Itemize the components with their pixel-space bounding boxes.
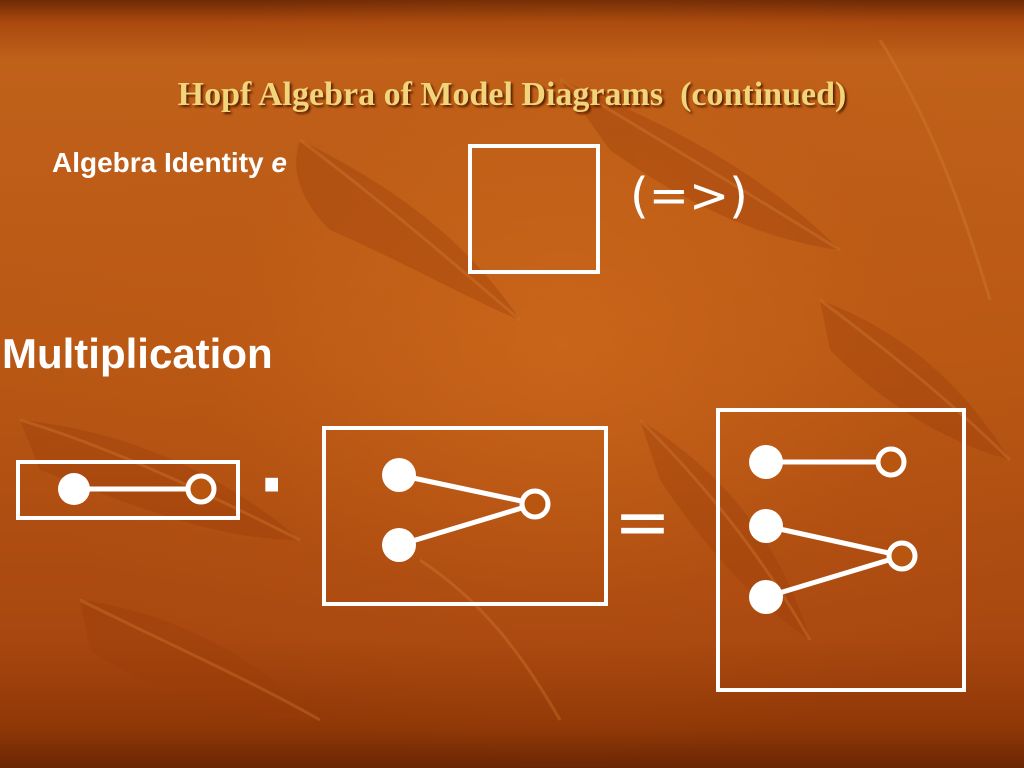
factor-a-box xyxy=(16,460,240,520)
solid-node xyxy=(749,509,783,543)
factor-b-diagram xyxy=(382,458,551,562)
diagram-edge xyxy=(398,501,536,548)
diagram-edge xyxy=(765,553,903,600)
equals-operator: = xyxy=(614,483,671,562)
leaf-vein xyxy=(638,418,812,641)
solid-node xyxy=(382,528,416,562)
hollow-node xyxy=(875,446,907,478)
product-box xyxy=(716,408,966,692)
identity-label-text: Algebra Identity xyxy=(52,147,272,178)
leaf-vein xyxy=(299,138,521,322)
diagram-edge xyxy=(398,472,536,507)
leaf-vein xyxy=(19,418,301,542)
diagram-edge xyxy=(765,523,903,559)
leaf-shape xyxy=(20,420,300,540)
identity-label: Algebra Identity e xyxy=(52,147,287,179)
leaf-vein xyxy=(79,598,321,722)
factor-b-box xyxy=(322,426,608,606)
factor-a-diagram xyxy=(58,473,217,505)
slide-title: Hopf Algebra of Model Diagrams (continue… xyxy=(177,76,847,113)
hollow-node xyxy=(185,473,217,505)
leaf-vein xyxy=(419,558,562,721)
leaf-vein xyxy=(878,39,992,301)
leaf-shape xyxy=(80,600,320,720)
solid-node xyxy=(749,445,783,479)
multiplication-label: Multiplication xyxy=(2,330,273,377)
solid-node xyxy=(749,580,783,614)
identity-empty-diagram-box xyxy=(468,144,600,274)
hollow-node xyxy=(519,488,551,520)
solid-node xyxy=(382,458,416,492)
leaf-shape xyxy=(560,80,840,250)
implies-text: (=>) xyxy=(630,168,748,224)
hollow-node xyxy=(886,540,918,572)
identity-symbol: e xyxy=(271,147,287,178)
leaf-shape xyxy=(296,140,520,320)
dot-operator: · xyxy=(258,443,285,527)
product-diagram xyxy=(749,445,918,614)
leaf-vein xyxy=(559,78,841,252)
leaf-vein xyxy=(819,298,1012,462)
solid-node xyxy=(58,473,90,505)
